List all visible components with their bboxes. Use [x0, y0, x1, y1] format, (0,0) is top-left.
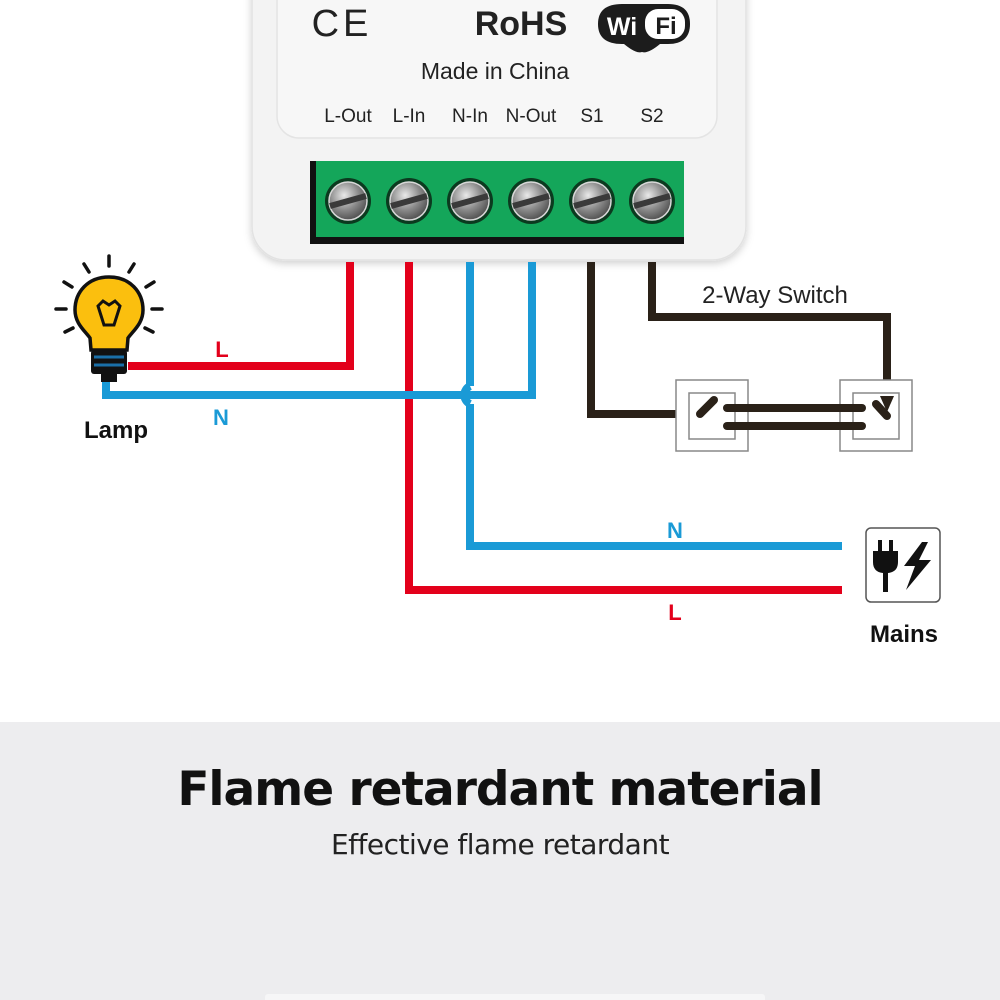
feature-title: Flame retardant material — [177, 762, 823, 817]
lamp-label: Lamp — [84, 417, 148, 444]
terminal-screw-l-in — [386, 178, 432, 224]
feature-banner: Flame retardant material Effective flame… — [0, 722, 1000, 1000]
mains-label: Mains — [870, 621, 938, 648]
mains-neutral-label: N — [667, 518, 683, 543]
terminal-screw-l-out — [325, 178, 371, 224]
terminal-label-l-out: L-Out — [324, 106, 372, 127]
terminal-label-n-out: N-Out — [506, 106, 557, 127]
wire-neutral-hop — [460, 382, 473, 408]
terminal-screw-s2 — [629, 178, 675, 224]
lamp-neutral-label: N — [213, 405, 229, 430]
terminal-label-l-in: L-In — [393, 106, 426, 127]
wire-lamp-live — [128, 262, 354, 370]
wire-s1 — [587, 262, 700, 418]
terminal-screw-s1 — [569, 178, 615, 224]
wire-lamp-neutral — [102, 262, 536, 399]
terminal-label-n-in: N-In — [452, 106, 488, 127]
terminal-block — [310, 161, 684, 244]
two-way-switch-icon — [675, 379, 913, 452]
ce-mark: CE — [312, 3, 373, 45]
lamp-live-label: L — [215, 337, 228, 362]
made-in-label: Made in China — [421, 58, 570, 84]
lamp-bulb-icon — [54, 254, 164, 382]
smart-switch-module: CE RoHS Wi Fi Made in China L-Out L-In N… — [251, 0, 747, 261]
wire-s2 — [648, 262, 891, 400]
wire-mains-live — [405, 262, 842, 594]
terminal-screw-n-in — [447, 178, 493, 224]
wifi-logo-icon: Wi Fi — [598, 4, 690, 53]
feature-subtitle: Effective flame retardant — [330, 828, 670, 861]
two-way-switch-label: 2-Way Switch — [702, 282, 848, 309]
rohs-mark: RoHS — [475, 5, 568, 43]
mains-plug-icon — [865, 527, 941, 603]
wifi-logo-right-text: Fi — [655, 13, 676, 40]
terminal-screw-n-out — [508, 178, 554, 224]
terminal-label-s1: S1 — [580, 106, 603, 127]
wires — [102, 262, 891, 594]
wiring-diagram: CE RoHS Wi Fi Made in China L-Out L-In N… — [54, 0, 941, 648]
mains-live-label: L — [668, 600, 681, 625]
terminal-label-s2: S2 — [640, 106, 663, 127]
wifi-logo-left-text: Wi — [607, 13, 637, 41]
wire-mains-neutral — [466, 262, 842, 550]
banner-bottom-edge — [265, 994, 765, 1000]
